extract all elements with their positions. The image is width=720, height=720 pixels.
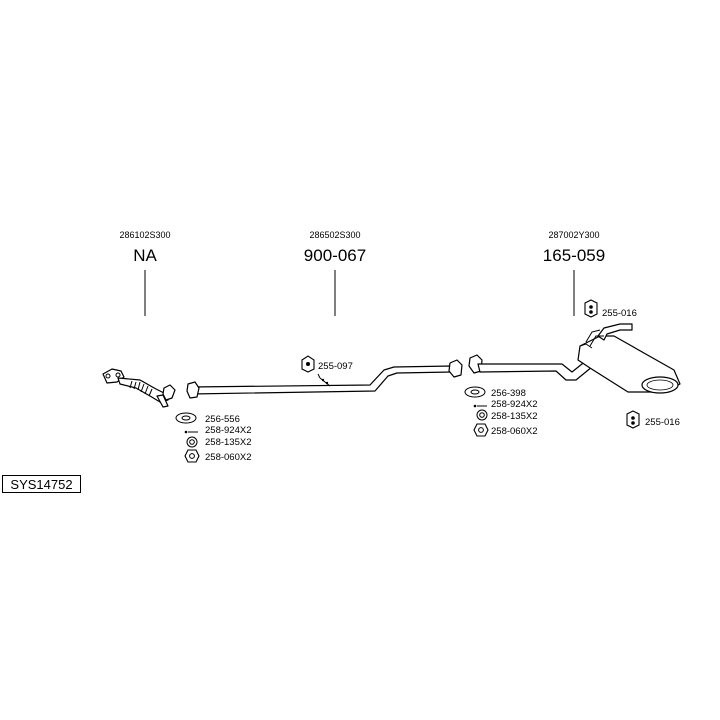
fitting-label[interactable]: 258-060X2 bbox=[491, 426, 537, 437]
system-id: SYS14752 bbox=[10, 477, 72, 492]
oe-number: 286102S300 bbox=[119, 230, 170, 240]
bolt-icon bbox=[473, 404, 487, 408]
bolt-icon bbox=[184, 430, 198, 434]
gasket-icon bbox=[175, 412, 197, 424]
rubber-hanger-icon bbox=[626, 410, 640, 429]
fitting-label[interactable]: 256-556 bbox=[205, 414, 240, 425]
nut-icon bbox=[184, 449, 200, 463]
fitting-label[interactable]: 258-060X2 bbox=[205, 452, 251, 463]
washer-icon bbox=[186, 436, 198, 448]
gasket-icon bbox=[464, 386, 486, 398]
part-number[interactable]: 165-059 bbox=[543, 246, 605, 265]
fitting-label[interactable]: 255-016 bbox=[602, 308, 637, 319]
fittings-front: 256-556 258-924X2 258-135X2 258-060X2 bbox=[175, 412, 251, 463]
fitting-label[interactable]: 256-398 bbox=[491, 388, 526, 399]
middle-pipe-drawing bbox=[186, 359, 463, 399]
washer-icon bbox=[476, 409, 488, 421]
part-middle-pipe[interactable]: 286502S300 900-067 bbox=[304, 230, 366, 316]
oe-number: 287002Y300 bbox=[548, 230, 599, 240]
system-id-box: SYS14752 bbox=[2, 475, 81, 493]
part-front-pipe[interactable]: 286102S300 NA bbox=[119, 230, 171, 316]
rear-silencer-drawing bbox=[468, 323, 681, 394]
part-number[interactable]: 900-067 bbox=[304, 246, 366, 265]
part-rear-silencer[interactable]: 287002Y300 165-059 bbox=[543, 230, 605, 316]
fitting-middle-hanger: 255-097 bbox=[301, 355, 353, 373]
fitting-rear-hanger-top: 255-016 bbox=[584, 299, 637, 319]
fitting-label[interactable]: 255-097 bbox=[318, 361, 353, 372]
nut-icon bbox=[473, 423, 489, 437]
fitting-label[interactable]: 255-016 bbox=[645, 417, 680, 428]
fitting-label[interactable]: 258-924X2 bbox=[491, 399, 537, 410]
oe-number: 286502S300 bbox=[309, 230, 360, 240]
fittings-rear: 256-398 258-924X2 258-135X2 258-060X2 bbox=[464, 386, 537, 437]
front-pipe-drawing bbox=[102, 368, 176, 408]
fitting-label[interactable]: 258-924X2 bbox=[205, 425, 251, 436]
fitting-label[interactable]: 258-135X2 bbox=[205, 437, 251, 448]
fitting-label[interactable]: 258-135X2 bbox=[491, 411, 537, 422]
part-number[interactable]: NA bbox=[133, 246, 157, 265]
fitting-rear-hanger-bottom: 255-016 bbox=[626, 410, 680, 429]
rubber-hanger-icon bbox=[584, 299, 598, 318]
rubber-hanger-icon bbox=[301, 355, 315, 373]
